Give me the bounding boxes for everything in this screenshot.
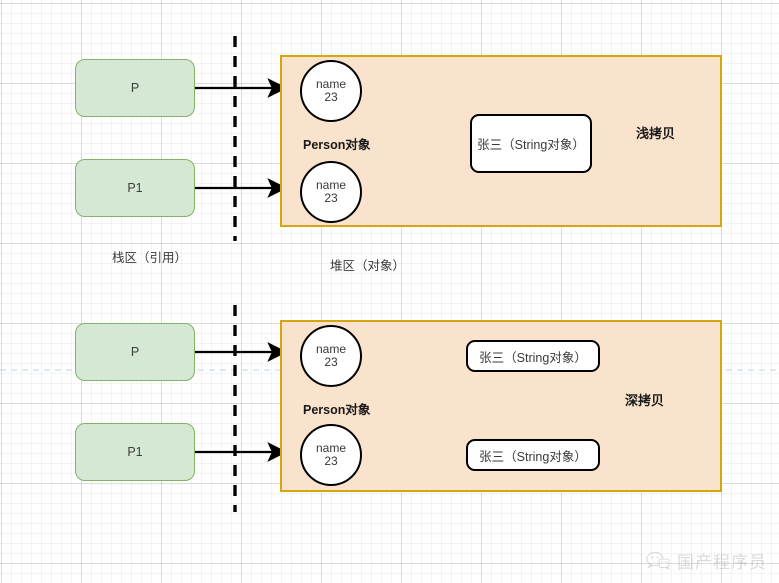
- object-field-circle-shallow-2[interactable]: name 23: [300, 161, 362, 223]
- stack-region-label: 栈区（引用）: [112, 251, 188, 265]
- stack-ref-p-shallow[interactable]: P: [75, 59, 195, 117]
- field-name: name: [315, 440, 347, 455]
- watermark-text: 国产程序员: [677, 553, 767, 572]
- field-value: 23: [324, 355, 338, 369]
- string-object-label: 张三（String对象）: [479, 449, 587, 464]
- stack-ref-label: P1: [127, 445, 143, 459]
- stack-ref-label: P: [130, 345, 140, 359]
- field-value: 23: [324, 90, 338, 104]
- stack-ref-p1-deep[interactable]: P1: [75, 423, 195, 481]
- field-value: 23: [324, 454, 338, 468]
- copy-type-label-deep: 深拷贝: [625, 393, 665, 408]
- object-field-circle-deep-2[interactable]: name 23: [300, 424, 362, 486]
- field-name: name: [315, 177, 347, 192]
- object-field-circle-shallow-1[interactable]: name 23: [300, 60, 362, 122]
- stack-ref-p1-shallow[interactable]: P1: [75, 159, 195, 217]
- wechat-logo-icon: [646, 551, 670, 570]
- string-object-label: 张三（String对象）: [479, 350, 587, 365]
- heap-region-label: 堆区（对象）: [330, 259, 406, 273]
- field-value: 23: [324, 191, 338, 205]
- string-object-shallow-shared[interactable]: 张三（String对象）: [470, 114, 592, 173]
- object-field-circle-deep-1[interactable]: name 23: [300, 325, 362, 387]
- stack-ref-p-deep[interactable]: P: [75, 323, 195, 381]
- stack-ref-label: P1: [127, 181, 143, 195]
- field-name: name: [315, 341, 347, 356]
- string-object-deep-2[interactable]: 张三（String对象）: [466, 439, 600, 471]
- object-group-label-deep: Person对象: [303, 403, 371, 417]
- string-object-deep-1[interactable]: 张三（String对象）: [466, 340, 600, 372]
- watermark: 国产程序员: [646, 548, 767, 573]
- stack-ref-label: P: [130, 81, 140, 95]
- field-name: name: [315, 76, 347, 91]
- object-group-label-shallow: Person对象: [303, 138, 371, 152]
- copy-type-label-shallow: 浅拷贝: [636, 126, 676, 141]
- string-object-label: 张三（String对象）: [477, 138, 585, 152]
